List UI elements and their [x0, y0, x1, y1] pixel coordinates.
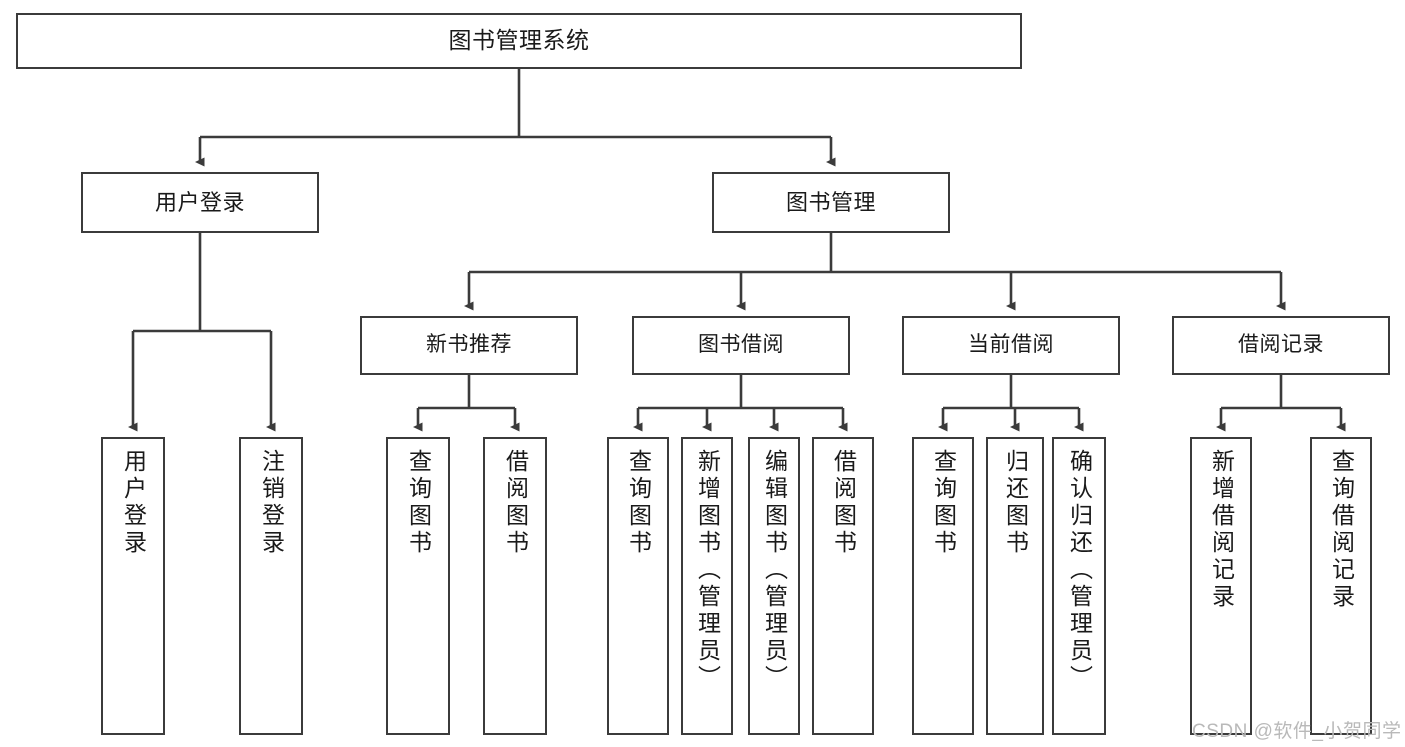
node-user-login[interactable]: 用户登录 — [81, 172, 319, 233]
node-leaf-borrow-add[interactable]: 新增图书（管理员） — [681, 437, 733, 735]
node-current-borrow-label: 当前借阅 — [968, 333, 1054, 357]
node-leaf-user-login-label: 用户登录 — [120, 449, 147, 557]
node-leaf-rec-borrow-label: 借阅图书 — [502, 449, 529, 557]
node-leaf-user-logout-label: 注销登录 — [258, 449, 285, 557]
node-leaf-rec-add[interactable]: 新增借阅记录 — [1190, 437, 1252, 735]
node-user-login-label: 用户登录 — [154, 189, 245, 215]
node-current-borrow[interactable]: 当前借阅 — [902, 316, 1120, 375]
node-leaf-cur-confirm-label: 确认归还（管理员） — [1066, 449, 1093, 692]
node-leaf-cur-confirm[interactable]: 确认归还（管理员） — [1052, 437, 1106, 735]
node-leaf-cur-query-label: 查询图书 — [930, 449, 957, 557]
node-leaf-rec-query[interactable]: 查询图书 — [386, 437, 450, 735]
node-leaf-cur-return[interactable]: 归还图书 — [986, 437, 1044, 735]
node-book-borrow[interactable]: 图书借阅 — [632, 316, 850, 375]
node-leaf-rec-query-label: 查询图书 — [405, 449, 432, 557]
node-new-book-rec-label: 新书推荐 — [426, 333, 512, 357]
node-new-book-rec[interactable]: 新书推荐 — [360, 316, 578, 375]
node-root[interactable]: 图书管理系统 — [16, 13, 1022, 69]
csdn-watermark: CSDN @软件_小贺同学 — [1192, 721, 1402, 742]
node-leaf-rec-add-label: 新增借阅记录 — [1208, 449, 1235, 611]
node-leaf-borrow-do-label: 借阅图书 — [830, 449, 857, 557]
node-leaf-rec-query2-label: 查询借阅记录 — [1328, 449, 1355, 611]
node-leaf-borrow-add-label: 新增图书（管理员） — [694, 449, 721, 692]
node-borrow-record-label: 借阅记录 — [1238, 333, 1324, 357]
node-leaf-borrow-edit[interactable]: 编辑图书（管理员） — [748, 437, 800, 735]
node-leaf-user-logout[interactable]: 注销登录 — [239, 437, 303, 735]
node-leaf-user-login[interactable]: 用户登录 — [101, 437, 165, 735]
node-book-manage[interactable]: 图书管理 — [712, 172, 950, 233]
node-leaf-rec-query2[interactable]: 查询借阅记录 — [1310, 437, 1372, 735]
node-root-label: 图书管理系统 — [448, 27, 590, 54]
node-leaf-borrow-query-label: 查询图书 — [625, 449, 652, 557]
node-leaf-borrow-edit-label: 编辑图书（管理员） — [761, 449, 788, 692]
node-book-manage-label: 图书管理 — [785, 189, 876, 215]
node-leaf-borrow-query[interactable]: 查询图书 — [607, 437, 669, 735]
node-leaf-cur-query[interactable]: 查询图书 — [912, 437, 974, 735]
node-borrow-record[interactable]: 借阅记录 — [1172, 316, 1390, 375]
node-book-borrow-label: 图书借阅 — [698, 333, 784, 357]
node-leaf-rec-borrow[interactable]: 借阅图书 — [483, 437, 547, 735]
node-leaf-borrow-do[interactable]: 借阅图书 — [812, 437, 874, 735]
node-leaf-cur-return-label: 归还图书 — [1002, 449, 1029, 557]
